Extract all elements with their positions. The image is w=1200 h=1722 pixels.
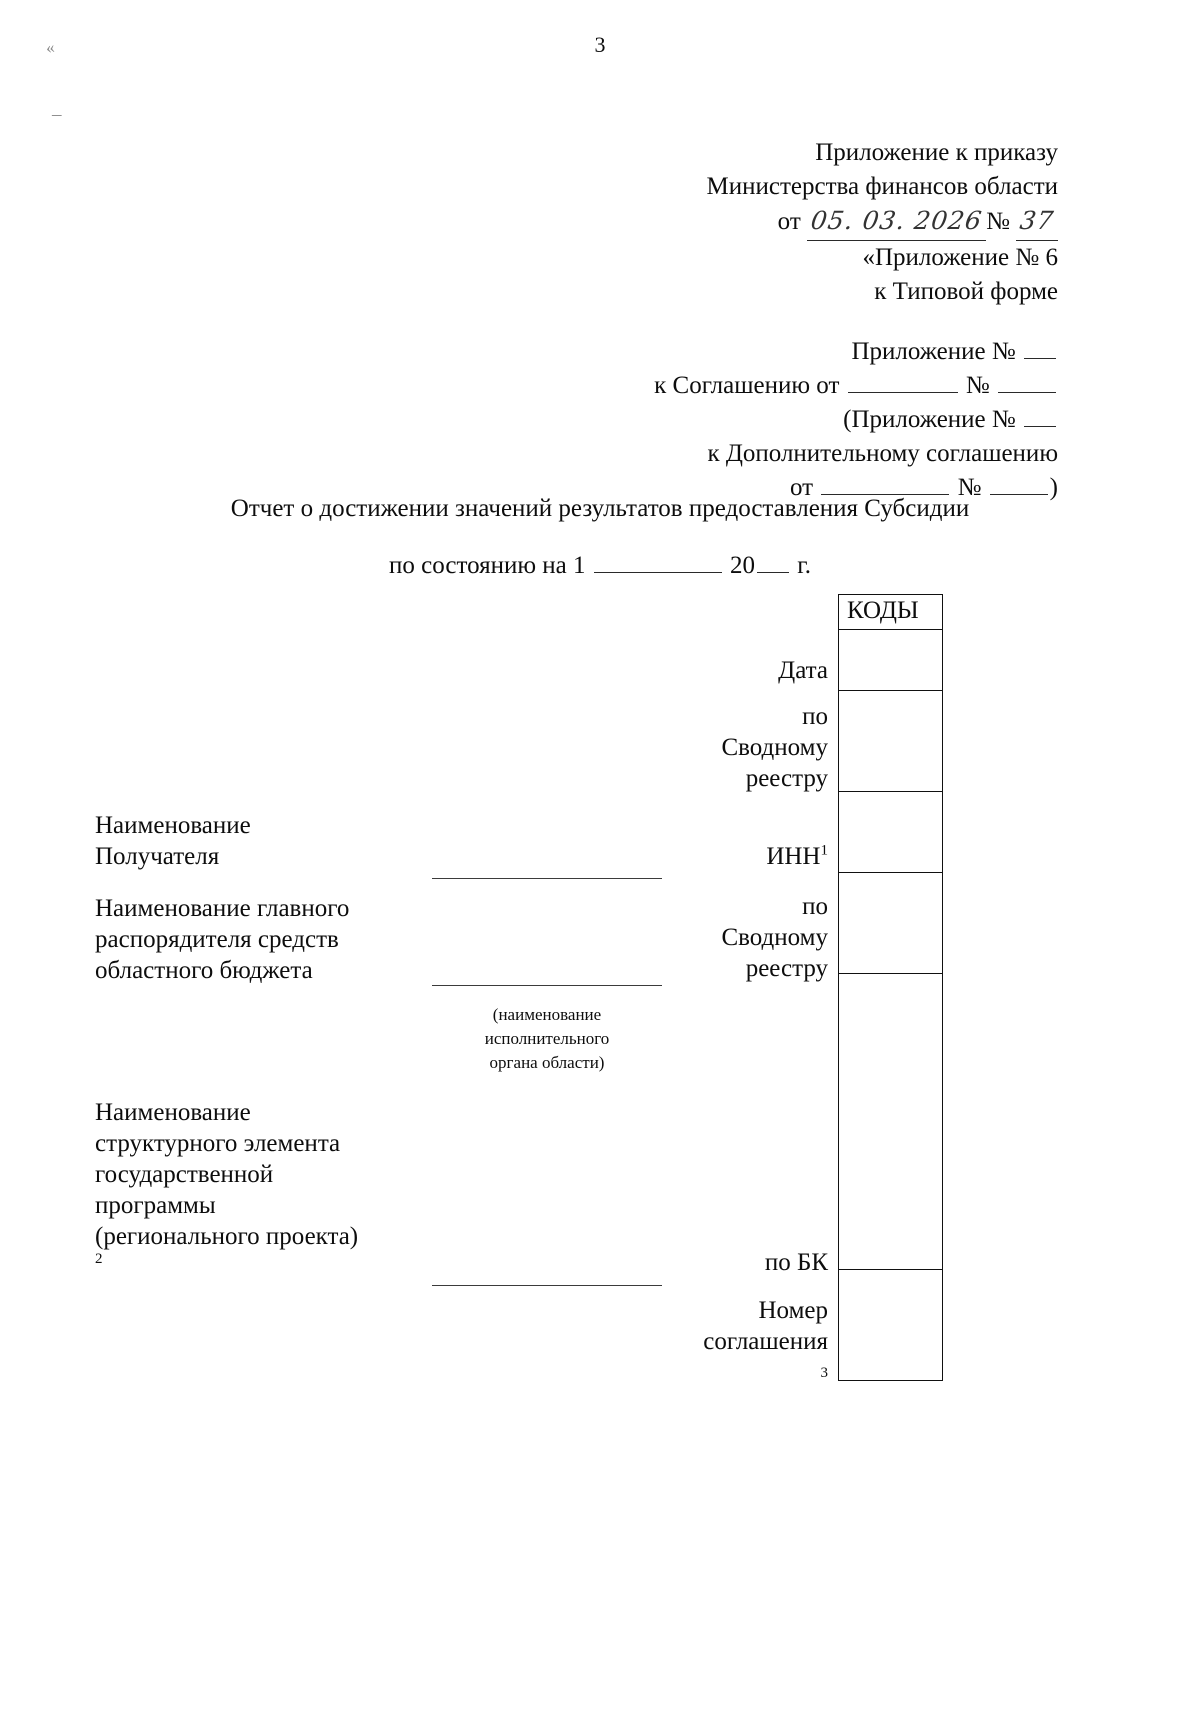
codes-table-header-row: КОДЫ: [838, 594, 943, 630]
codes-label-inn: ИНН1: [528, 841, 828, 872]
header-block: Приложение к приказу Министерства финанс…: [418, 136, 1058, 505]
codes-label-reestru-2: реестру: [745, 955, 828, 982]
codes-label-inn-footnote: 1: [820, 842, 829, 859]
codes-label-reestru-1: реестру: [745, 765, 828, 792]
supplementary-date-field[interactable]: [821, 472, 950, 495]
program-label-line-2: структурного элемента: [95, 1130, 341, 1157]
codes-table-row-po-bk: [838, 973, 943, 1270]
gras-label-line-2: распорядителя средств: [95, 926, 339, 953]
codes-label-po-1: по: [802, 703, 828, 730]
appendix-number-field[interactable]: [1024, 336, 1056, 359]
codes-label-inn-text: ИНН: [766, 843, 821, 870]
header-line-appendix-6: «Приложение № 6: [862, 244, 1058, 271]
codes-label-svodny-reestr-1: по Сводному реестру: [528, 701, 828, 794]
year-prefix: 20: [730, 552, 756, 579]
field-label-program-name: Наименование структурного элемента госуд…: [95, 1097, 425, 1267]
codes-label-svodny-reestr-2: по Сводному реестру: [528, 891, 828, 984]
codes-table-row-nomer-soglasheniya: [838, 1269, 943, 1381]
header-line-supplementary: к Дополнительному соглашению: [707, 440, 1058, 467]
order-number-symbol: №: [986, 208, 1010, 235]
codes-value-date[interactable]: [838, 629, 943, 691]
header-line-typical-form: к Типовой форме: [874, 278, 1058, 305]
codes-value-svod-2[interactable]: [838, 872, 943, 974]
appendix-label: Приложение №: [851, 338, 1016, 365]
order-number-value-field[interactable]: 37: [1016, 204, 1058, 241]
order-date-value-field[interactable]: 05. 03. 2026: [807, 204, 987, 241]
field-label-gras-name: Наименование главного распорядителя сред…: [95, 893, 425, 986]
appendix-paren-label: (Приложение №: [843, 406, 1016, 433]
appendix-paren-number-field[interactable]: [1024, 404, 1056, 427]
closing-paren: ): [1049, 474, 1058, 501]
document-title: Отчет о достижении значений результатов …: [230, 495, 970, 522]
codes-label-po-bk: по БК: [764, 1249, 828, 1276]
as-of-month-field[interactable]: [593, 550, 722, 573]
codes-table-header-label: КОДЫ: [838, 594, 943, 630]
header-line-ministry: Министерства финансов области: [706, 173, 1058, 200]
gras-name-input-rule[interactable]: [432, 985, 662, 986]
codes-label-po-2: по: [802, 893, 828, 920]
codes-label-soglasheniya: соглашения: [703, 1328, 828, 1355]
agreement-label: к Соглашению от: [654, 372, 840, 399]
agreement-number-symbol: №: [965, 372, 990, 399]
recipient-label-line-2: Получателя: [95, 843, 220, 870]
agreement-date-field[interactable]: [847, 370, 958, 393]
codes-label-nomer: Номер: [758, 1297, 829, 1324]
codes-label-svodnomu-2: Сводному: [721, 924, 828, 951]
codes-value-svod-1[interactable]: [838, 690, 943, 792]
order-date-prefix: от: [777, 208, 801, 235]
year-suffix: г.: [797, 552, 811, 579]
codes-table: КОДЫ: [838, 594, 943, 1381]
codes-value-nomer-soglasheniya[interactable]: [838, 1269, 943, 1381]
supplementary-number-symbol: №: [957, 474, 982, 501]
codes-label-soglasheniya-footnote: 3: [820, 1365, 829, 1381]
supplementary-from-label: от: [789, 474, 814, 501]
agreement-number-field[interactable]: [998, 370, 1056, 393]
as-of-year-field[interactable]: [757, 550, 790, 573]
program-label-footnote: 2: [95, 1251, 103, 1267]
codes-table-row-date: [838, 629, 943, 691]
codes-label-date: Дата: [778, 657, 828, 684]
codes-value-po-bk[interactable]: [838, 973, 943, 1270]
caption-executive-body: (наименование исполнительного органа обл…: [432, 1003, 662, 1075]
gras-label-line-3: областного бюджета: [95, 957, 313, 984]
document-subtitle: по состоянию на 1 20 г.: [0, 550, 1200, 580]
program-label-line-4: программы: [95, 1192, 216, 1219]
gras-label-line-1: Наименование главного: [95, 895, 350, 922]
header-line-appendix-paren: (Приложение №: [418, 403, 1058, 437]
order-number-handwriting: 37: [1018, 206, 1057, 235]
header-line-agreement: к Соглашению от №: [418, 369, 1058, 403]
program-label-line-5: (регионального проекта): [95, 1223, 359, 1250]
header-line-appendix-to-order: Приложение к приказу: [815, 139, 1058, 166]
program-name-input-rule[interactable]: [432, 1285, 662, 1286]
codes-table-row-svod-2: [838, 872, 943, 974]
program-label-line-3: государственной: [95, 1161, 274, 1188]
order-date-handwriting: 05. 03. 2026: [809, 206, 985, 235]
as-of-prefix: по состоянию на 1: [389, 552, 586, 579]
recipient-name-input-rule[interactable]: [432, 878, 662, 879]
caption-executive-body-line-1: (наименование: [492, 1005, 602, 1024]
caption-executive-body-line-3: органа области): [489, 1053, 605, 1072]
recipient-label-line-1: Наименование: [95, 812, 251, 839]
codes-table-row-svod-1: [838, 690, 943, 792]
field-label-recipient-name: Наименование Получателя: [95, 810, 425, 872]
header-line-appendix-number: Приложение №: [418, 335, 1058, 369]
codes-table-row-inn: [838, 791, 943, 873]
codes-value-inn[interactable]: [838, 791, 943, 873]
program-label-line-1: Наименование: [95, 1099, 251, 1126]
header-line-supplementary-date: от № ): [418, 471, 1058, 505]
scan-artifact-second: –: [52, 104, 61, 125]
page-number: 3: [594, 32, 606, 57]
header-spacer: [418, 309, 1058, 335]
codes-label-svodnomu-1: Сводному: [721, 734, 828, 761]
supplementary-number-field[interactable]: [989, 472, 1048, 495]
codes-label-nomer-soglasheniya: Номер соглашения 3: [528, 1295, 828, 1389]
caption-executive-body-line-2: исполнительного: [484, 1029, 610, 1048]
header-line-order-date: от 05. 03. 2026№ 37: [418, 204, 1058, 241]
